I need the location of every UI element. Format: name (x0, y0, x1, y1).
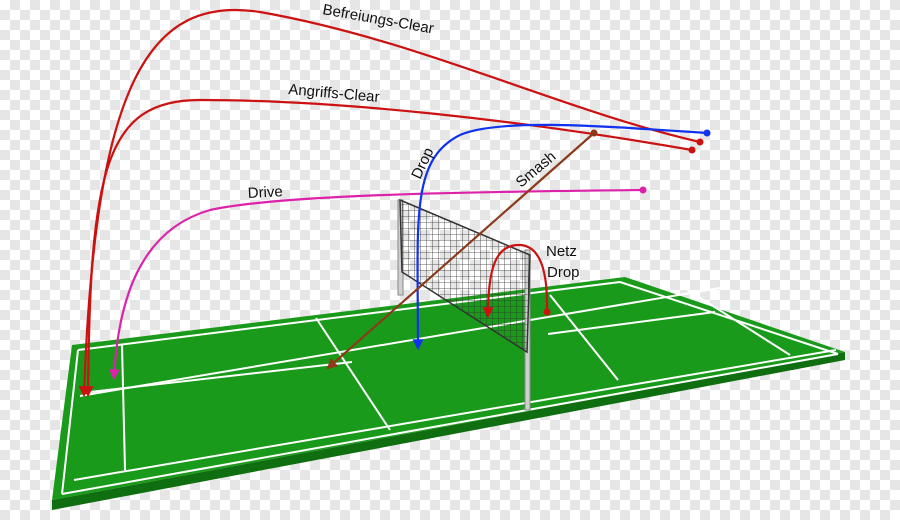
court (52, 277, 845, 510)
net-drop-start-dot (543, 308, 551, 316)
smash-path (326, 132, 595, 370)
trajectories (78, 8, 711, 398)
drive-path (108, 188, 644, 381)
label-drop: Drop (408, 145, 437, 182)
net-drop-path (482, 243, 549, 319)
court-side-edge (52, 352, 845, 510)
label-drive: Drive (247, 183, 283, 202)
label-befreiungs-clear: Befreiungs-Clear (321, 1, 435, 37)
court-lines (61, 281, 839, 495)
label-netz: Netz (546, 243, 577, 260)
net-mesh (399, 198, 531, 354)
label-net-drop: Drop (547, 264, 580, 281)
smash-start-dot (590, 129, 598, 137)
befreiungs-clear-start-dot (696, 138, 704, 146)
drive-start-dot (639, 186, 647, 194)
angriffs-clear-start-dot (688, 146, 696, 154)
drop-start-dot (703, 129, 711, 137)
court-surface (52, 277, 845, 500)
befreiungs-clear-path (78, 8, 701, 398)
angriffs-clear-path (82, 98, 693, 398)
net (397, 198, 531, 411)
drop-path (412, 123, 708, 351)
